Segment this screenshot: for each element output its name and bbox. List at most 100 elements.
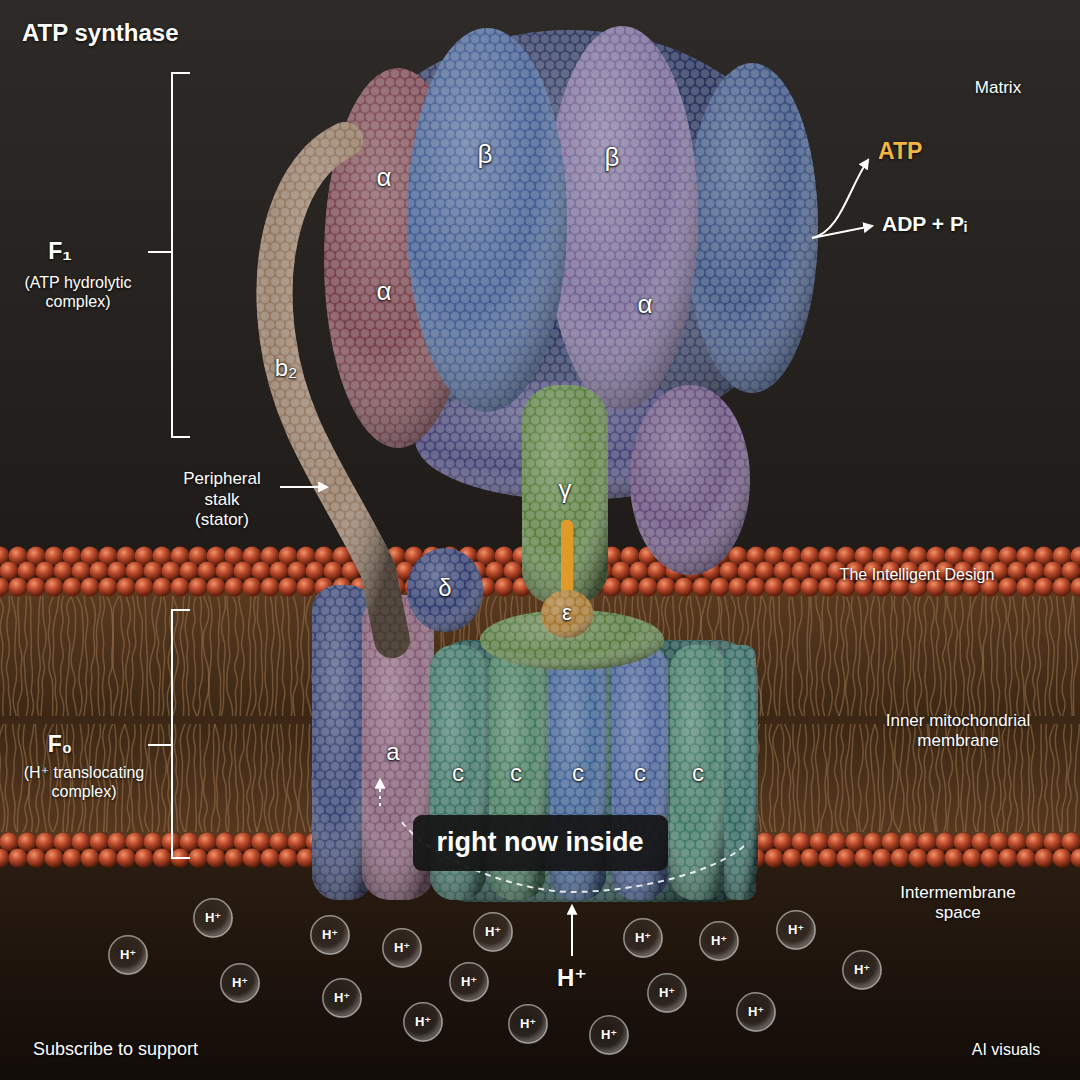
lipid-tail (827, 724, 832, 832)
substrate-label: ADP + Pᵢ (882, 211, 967, 236)
lipid-tail (60, 596, 64, 716)
lipid-tail (1013, 596, 1019, 716)
lipid-tail (30, 596, 34, 716)
lipid-head (693, 578, 712, 597)
lipid-head (45, 578, 64, 597)
title: ATP synthase (22, 19, 179, 48)
lipid-head (72, 833, 91, 852)
proton-bubble: H⁺ (473, 912, 513, 952)
lipid-tail (113, 596, 119, 716)
lipid-tail (967, 596, 970, 716)
proton-path-arrow (379, 780, 381, 806)
lipid-head (90, 833, 109, 852)
node-text: H⁺ (232, 976, 248, 991)
lipid-tail (828, 596, 833, 716)
lipid-tail (1068, 596, 1072, 716)
lipid-head (162, 562, 181, 581)
lipid-tail (228, 724, 232, 832)
lipid-head (63, 578, 82, 597)
lipid-tail (811, 724, 815, 832)
lipid-head (288, 833, 307, 852)
subunit-label: b₂ (272, 354, 301, 382)
proton-bubble: H⁺ (647, 973, 687, 1013)
lipid-tail (888, 724, 894, 832)
bubble-circle (777, 911, 815, 949)
region-label: Inner mitochondrial membrane (868, 711, 1048, 752)
lipid-tail (223, 724, 228, 832)
lipid-head (891, 849, 910, 868)
lipid-tail (306, 596, 312, 716)
lipid-tail (294, 724, 298, 832)
lipid-head (216, 562, 235, 581)
proton-bubble: H⁺ (322, 978, 362, 1018)
node-text: c (572, 759, 584, 787)
node-text: H⁺ (854, 963, 870, 978)
lipid-tail (227, 596, 233, 716)
lipid-tail (185, 596, 189, 716)
lipid-tail (821, 724, 827, 832)
lipid-tail (1031, 724, 1036, 832)
lipid-head (675, 578, 694, 597)
node-text: α (376, 277, 391, 307)
lipid-tail (1073, 596, 1077, 716)
lipid-head (324, 562, 343, 581)
proton-label: H⁺ (557, 964, 587, 993)
lipid-head (198, 562, 217, 581)
lipid-tail (247, 724, 251, 832)
lipid-tail (899, 596, 904, 716)
lipid-head (306, 562, 325, 581)
bubble-circle (624, 919, 662, 957)
lipid-head (18, 562, 37, 581)
lipid-head (117, 578, 136, 597)
proton-bubble: H⁺ (108, 935, 148, 975)
lipid-tail (978, 596, 983, 716)
lipid-tail (917, 596, 922, 716)
lipid-head (1053, 849, 1072, 868)
gamma-subunit-shape (522, 385, 608, 605)
lipid-tail (1007, 724, 1011, 832)
beta-subunit-shape (686, 63, 818, 393)
lipid-tail (905, 596, 911, 716)
lipid-head (792, 833, 811, 852)
subunit-label: a (383, 738, 402, 766)
lipid-tail (131, 596, 136, 716)
lipid-tail (924, 596, 928, 716)
lipid-head (1044, 562, 1063, 581)
lipid-tail (816, 724, 820, 832)
lipid-head (0, 562, 19, 581)
lipid-tail (858, 724, 863, 832)
lipid-tail (996, 596, 1000, 716)
lipid-head (1008, 562, 1027, 581)
lipid-head (1008, 833, 1027, 852)
lipid-head (1026, 562, 1045, 581)
node-text: H⁺ (334, 991, 350, 1006)
lipid-head (765, 578, 784, 597)
lipid-tail (0, 724, 5, 832)
beta-subunit-shape (407, 28, 567, 412)
beta-subunit-shape (407, 28, 567, 412)
lipid-tail (1002, 596, 1007, 716)
node-text: c (452, 759, 464, 787)
lipid-tail (211, 724, 215, 832)
lipid-head (1062, 833, 1080, 852)
lipid-head (945, 849, 964, 868)
lipid-tail (943, 596, 947, 716)
lipid-tail (960, 596, 964, 716)
lipid-tail (301, 596, 305, 716)
f1-side-lobe (630, 385, 750, 575)
lipid-head (738, 562, 757, 581)
lipid-tail (870, 596, 874, 716)
epsilon-subunit-shape (541, 590, 593, 638)
lipid-tail (1038, 724, 1042, 832)
lipid-tail (84, 596, 88, 716)
bubble-circle (383, 929, 421, 967)
subunit-label: α (373, 277, 394, 307)
lipid-head (270, 562, 289, 581)
lipid-tail (1002, 724, 1007, 832)
lipid-tail (281, 596, 285, 716)
lipid-head (495, 578, 514, 597)
bubble-circle (737, 993, 775, 1031)
lipid-tail (6, 596, 10, 716)
lipid-tail (193, 596, 197, 716)
lipid-tail (840, 724, 844, 832)
